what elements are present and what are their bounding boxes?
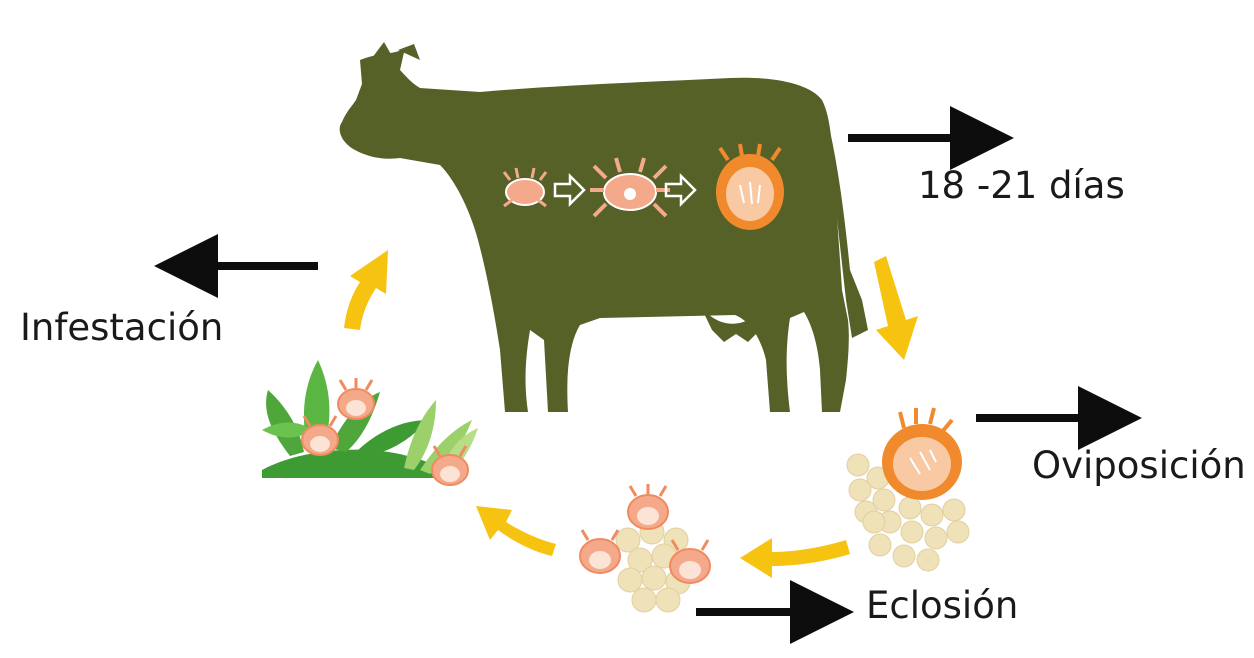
larva-tick-icon xyxy=(580,530,620,573)
cow-silhouette-icon xyxy=(340,42,868,412)
engorged-female-tick-icon xyxy=(882,408,962,500)
yellow-cycle-arrow-icon xyxy=(740,538,850,578)
label-hatching: Eclosión xyxy=(866,584,1018,627)
label-18-21-days: 18 -21 días xyxy=(918,164,1125,207)
engorged-adult-tick-icon xyxy=(716,144,784,230)
label-oviposition: Oviposición xyxy=(1032,444,1246,487)
larva-tick-icon xyxy=(628,484,668,529)
label-infestation: Infestación xyxy=(20,306,223,349)
yellow-cycle-arrow-icon xyxy=(476,506,556,556)
yellow-cycle-arrow-icon xyxy=(874,256,918,360)
yellow-cycle-arrow-icon xyxy=(344,250,388,330)
larva-tick-icon xyxy=(670,540,710,583)
larva-tick-icon xyxy=(338,378,374,419)
